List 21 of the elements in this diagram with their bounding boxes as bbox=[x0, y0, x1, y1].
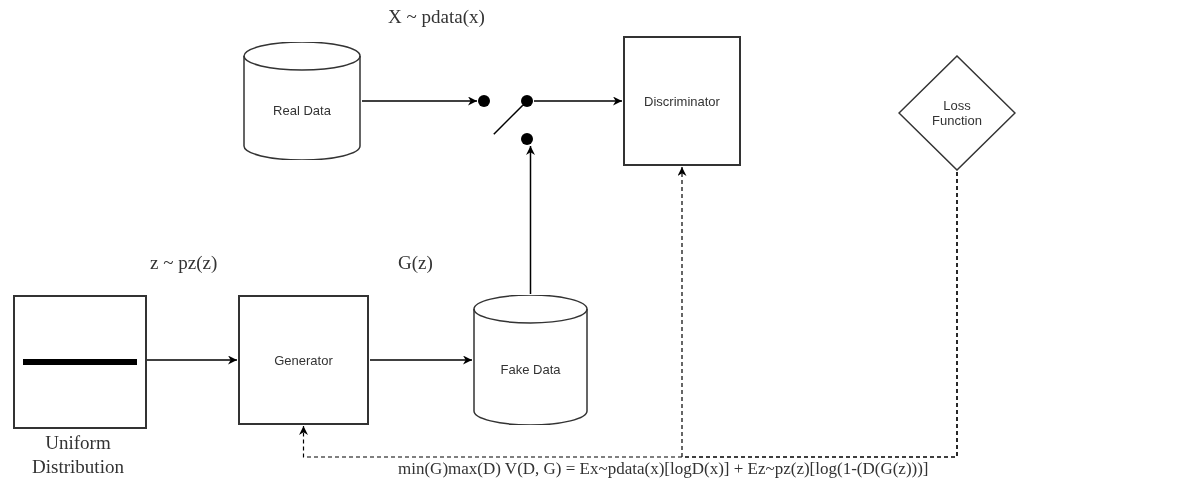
node-label: Uniform Distribution bbox=[31, 431, 125, 479]
switch-contact bbox=[521, 95, 533, 107]
edge-label: z ~ pz(z) bbox=[150, 252, 218, 274]
switch-contact bbox=[521, 133, 533, 145]
formula-text: min(G)max(D) V(D, G) = Ex~pdata(x)[logD(x)] + Ez~pz(z)[log(1-(D(G(z)))] bbox=[398, 459, 929, 479]
node-label: Generator bbox=[274, 352, 333, 368]
arrow bbox=[361, 96, 478, 106]
node-label: Fake Data bbox=[500, 361, 561, 377]
node-label: Loss Function bbox=[931, 98, 983, 128]
edge-label: X ~ pdata(x) bbox=[388, 6, 485, 28]
node-label: Discriminator bbox=[644, 93, 720, 109]
node-label: Real Data bbox=[273, 102, 331, 118]
arrow bbox=[369, 355, 473, 365]
arrow bbox=[526, 145, 535, 295]
process-box bbox=[623, 36, 741, 166]
switch-contact bbox=[478, 95, 490, 107]
edge-label: G(z) bbox=[398, 252, 433, 274]
dashed-arrow bbox=[299, 171, 958, 458]
process-box bbox=[238, 295, 369, 425]
arrow bbox=[533, 96, 623, 106]
switch-lever bbox=[493, 104, 524, 135]
